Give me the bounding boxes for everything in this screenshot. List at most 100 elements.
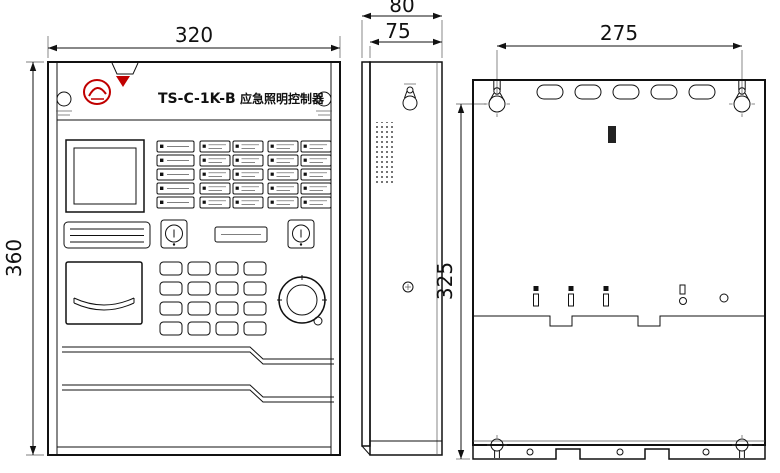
knockout-oval — [574, 84, 602, 100]
back-view: 275 325 — [433, 21, 766, 460]
back-width-dimension: 275 — [496, 21, 743, 94]
knockout-oval — [536, 84, 564, 100]
led-cell — [232, 168, 264, 181]
back-step-line — [473, 315, 765, 327]
led-cell — [232, 196, 264, 209]
keypad-button[interactable] — [215, 261, 239, 276]
side-top-keyhole — [402, 83, 418, 111]
led-cell — [156, 196, 195, 209]
side-bottom-foot — [361, 440, 442, 456]
led-cell — [156, 182, 195, 195]
led-cell — [267, 140, 299, 153]
led-cell — [199, 182, 231, 195]
left-corner-lock[interactable] — [56, 91, 72, 107]
printer — [65, 261, 143, 325]
flange-hole — [702, 448, 710, 456]
led-cell — [267, 196, 299, 209]
back-height-dimension: 325 — [433, 103, 486, 460]
side-door-edge — [361, 61, 371, 447]
cable-slot — [533, 285, 539, 307]
side-depth-box-label: 75 — [385, 19, 410, 43]
cable-knockouts — [536, 84, 716, 100]
led-cell — [300, 182, 332, 195]
led-cell — [300, 140, 332, 153]
flange-hole — [616, 448, 624, 456]
back-width-label: 275 — [600, 21, 638, 45]
keypad-button[interactable] — [159, 281, 183, 296]
led-cell — [232, 182, 264, 195]
led-cell — [267, 182, 299, 195]
keypad-button[interactable] — [159, 321, 183, 336]
keypad-button[interactable] — [215, 301, 239, 316]
center-small-panel — [214, 226, 268, 243]
keypad — [159, 261, 267, 336]
led-indicator-grid — [156, 140, 332, 209]
side-screw — [402, 281, 414, 293]
led-cell — [300, 196, 332, 209]
back-box-outline — [472, 79, 766, 446]
front-width-label: 320 — [175, 23, 213, 47]
side-depth-box-dimension: 75 — [369, 19, 442, 58]
side-view: 80 75 — [361, 0, 443, 456]
knockout-oval — [688, 84, 716, 100]
keypad-button[interactable] — [215, 281, 239, 296]
keypad-button[interactable] — [159, 261, 183, 276]
key-switch-right[interactable] — [287, 219, 315, 249]
side-depth-overall-label: 80 — [389, 0, 414, 17]
back-bottom-flange — [472, 434, 766, 460]
front-height-dimension: 360 — [2, 61, 44, 456]
screw-hole — [679, 297, 687, 305]
led-cell — [232, 154, 264, 167]
screw-hole — [719, 293, 729, 303]
back-mid-slots — [533, 284, 729, 307]
door-vent-lines — [62, 346, 334, 403]
display-screen — [65, 139, 145, 213]
keypad-button[interactable] — [243, 321, 267, 336]
cable-slot — [568, 285, 574, 307]
key-switch-left[interactable] — [160, 219, 188, 249]
right-corner-lock[interactable] — [316, 91, 332, 107]
led-cell — [156, 168, 195, 181]
front-speaker-grille — [63, 221, 151, 249]
led-cell — [267, 154, 299, 167]
front-cabinet-outline — [47, 61, 341, 456]
keypad-button[interactable] — [215, 321, 239, 336]
front-height-label: 360 — [2, 239, 26, 277]
keypad-button[interactable] — [243, 281, 267, 296]
keypad-button[interactable] — [187, 261, 211, 276]
rotary-knob[interactable] — [277, 275, 327, 326]
keypad-button[interactable] — [243, 301, 267, 316]
back-hinge-slot — [608, 126, 616, 143]
mounting-keyhole-bottom-left — [486, 434, 508, 459]
side-depth-overall-dimension: 80 — [361, 0, 443, 58]
keypad-button[interactable] — [243, 261, 267, 276]
keypad-button[interactable] — [159, 301, 183, 316]
side-speaker-grille — [376, 122, 396, 184]
keypad-button[interactable] — [187, 281, 211, 296]
product-name-text: 应急照明控制器 — [240, 91, 325, 106]
red-triangle-mark — [116, 76, 130, 87]
side-box-outline — [369, 61, 443, 456]
led-cell — [156, 140, 195, 153]
top-notch — [111, 62, 139, 75]
led-cell — [267, 168, 299, 181]
led-cell — [156, 154, 195, 167]
keypad-button[interactable] — [187, 321, 211, 336]
model-text: TS-C-1K-B — [158, 91, 236, 107]
back-height-label: 325 — [433, 262, 457, 300]
brand-logo-icon — [83, 79, 111, 105]
small-slot — [679, 284, 686, 295]
keypad-button[interactable] — [187, 301, 211, 316]
led-cell — [199, 196, 231, 209]
led-cell — [199, 154, 231, 167]
cable-slot — [603, 285, 609, 307]
led-cell — [300, 168, 332, 181]
led-cell — [300, 154, 332, 167]
knockout-oval — [650, 84, 678, 100]
mounting-keyhole-bottom-right — [731, 434, 753, 459]
flange-hole — [526, 448, 534, 456]
knockout-oval — [612, 84, 640, 100]
front-view: 320 360 — [2, 23, 341, 456]
